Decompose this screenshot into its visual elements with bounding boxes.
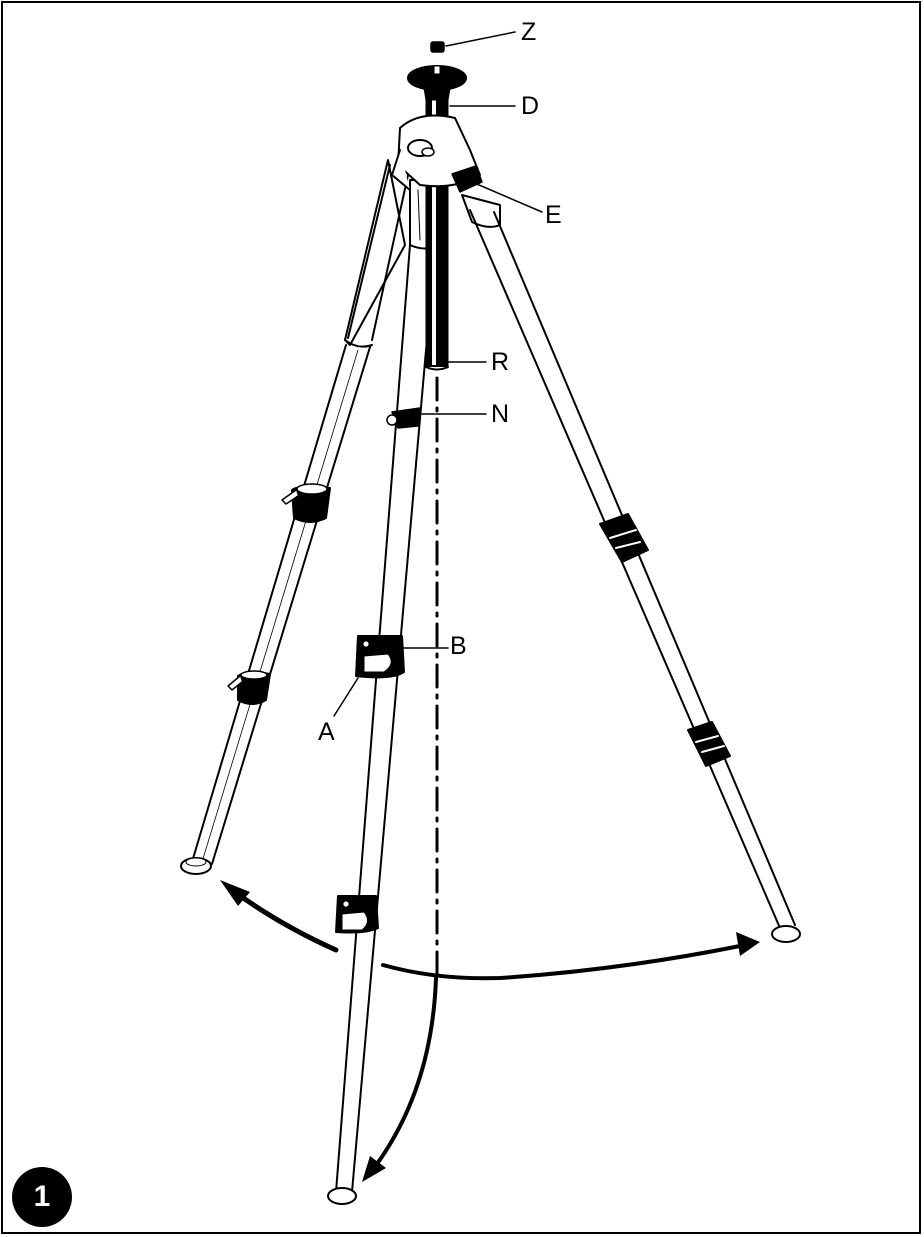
- left-leg: [180, 159, 409, 875]
- left-leg-lock-lower: [227, 670, 271, 705]
- callout-b: B: [450, 632, 467, 660]
- step-number-badge: 1: [12, 1167, 72, 1227]
- right-foot: [771, 925, 801, 943]
- rotation-arrows: [220, 880, 760, 1182]
- right-leg-lock-lower: [687, 721, 731, 767]
- callout-r: R: [491, 348, 510, 376]
- callout-e: E: [545, 201, 562, 229]
- callout-d: D: [521, 92, 540, 120]
- callout-a: A: [318, 718, 335, 746]
- right-leg: [461, 194, 801, 943]
- center-column-clamp-n: [386, 407, 421, 429]
- right-leg-lock-upper: [599, 513, 649, 563]
- left-leg-lock-upper: [281, 483, 331, 523]
- lever-e: [451, 165, 483, 193]
- screw-cap-z: [430, 41, 445, 53]
- front-leg-lock-lower: [335, 895, 379, 934]
- arrow-right-head: [736, 932, 760, 956]
- arrow-left-head: [220, 880, 250, 906]
- callout-n: N: [491, 400, 510, 428]
- front-leg-lock-b: [355, 635, 405, 679]
- front-leg: [327, 179, 441, 1205]
- callout-z: Z: [521, 18, 537, 46]
- arrow-down-head: [362, 1156, 386, 1182]
- mounting-plate-d: [407, 65, 467, 101]
- front-foot: [327, 1187, 357, 1205]
